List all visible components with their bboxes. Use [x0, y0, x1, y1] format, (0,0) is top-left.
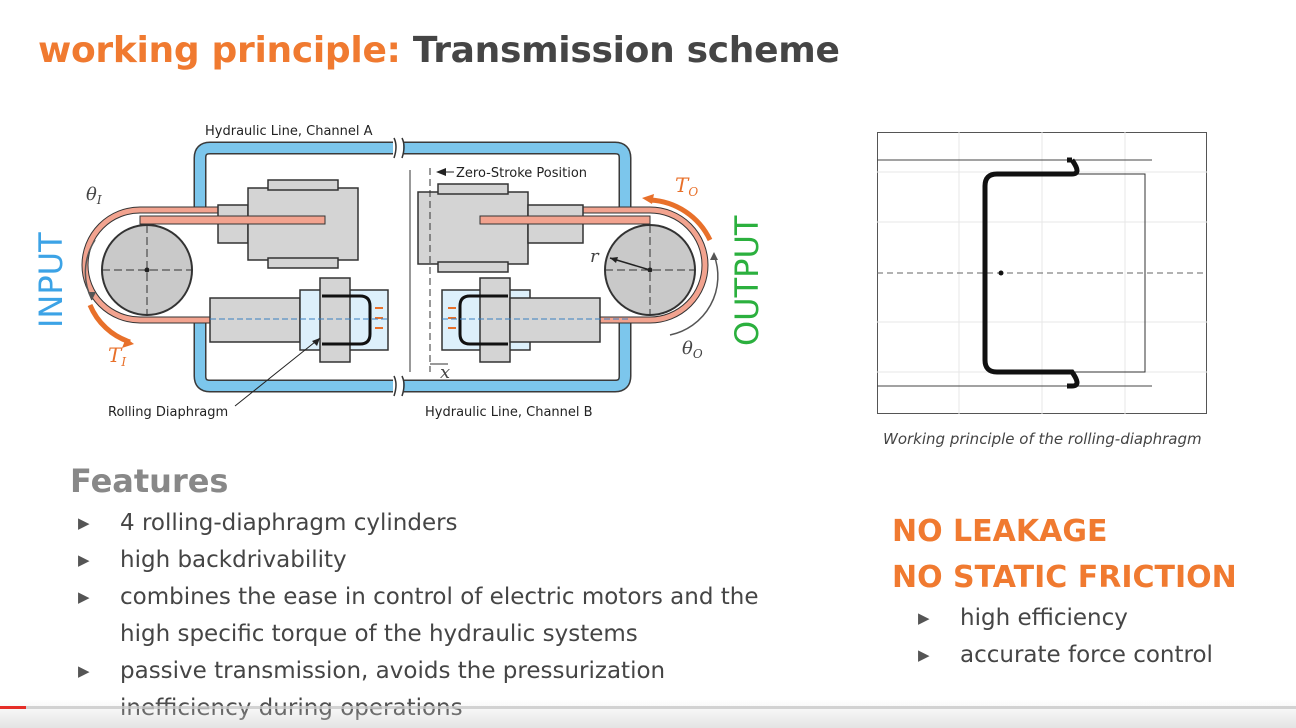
radius-label: r: [590, 246, 600, 267]
bullet-arrow-icon: ▶: [78, 514, 90, 532]
feature-item: ▶high backdrivability: [70, 542, 790, 579]
rolling-diaphragm-figure: [877, 132, 1207, 414]
callout-item: ▶high efficiency: [910, 600, 1270, 637]
input-pulley: [101, 224, 193, 316]
rotation-arrows: [84, 194, 719, 348]
slide-title: working principle: Transmission scheme: [38, 30, 840, 71]
lower-left-cylinder: [209, 277, 390, 363]
theta-o-label: θO: [682, 338, 703, 361]
upper-left-cylinder: [139, 179, 359, 269]
torque-o-label: TO: [675, 173, 698, 199]
hydraulic-line-b-channel: [193, 320, 632, 393]
title-accent: working principle:: [38, 30, 401, 71]
line-break-marks: [393, 137, 405, 397]
transmission-diagram: Hydraulic Line, Channel A Hydraulic Line…: [32, 124, 766, 420]
bullet-arrow-icon: ▶: [78, 551, 90, 569]
figure-caption: Working principle of the rolling-diaphra…: [883, 430, 1202, 448]
bullet-arrow-icon: ▶: [78, 662, 90, 680]
hydraulic-line-b-label: Hydraulic Line, Channel B: [425, 405, 593, 420]
no-static-friction-callout: NO STATIC FRICTION: [892, 560, 1237, 595]
no-leakage-callout: NO LEAKAGE: [892, 514, 1108, 549]
feature-item: ▶4 rolling-diaphragm cylinders: [70, 505, 790, 542]
hydraulic-line-a-label: Hydraulic Line, Channel A: [205, 124, 373, 139]
bullet-arrow-icon: ▶: [918, 609, 930, 627]
video-progress-track[interactable]: [0, 706, 1296, 709]
video-controls-overlay: [0, 700, 1296, 728]
zero-stroke-marker: [409, 168, 454, 372]
input-label: INPUT: [32, 232, 70, 328]
features-title: Features: [70, 462, 229, 500]
bullet-arrow-icon: ▶: [918, 646, 930, 664]
hydraulic-line-a-channel: [193, 141, 632, 210]
stroke-x-label: x: [440, 362, 450, 383]
theta-i-label: θI: [86, 184, 102, 207]
bullet-arrow-icon: ▶: [78, 588, 90, 606]
torque-i-label: TI: [108, 343, 126, 369]
zero-stroke-label: Zero-Stroke Position: [456, 166, 587, 181]
features-list: ▶4 rolling-diaphragm cylinders ▶high bac…: [70, 505, 790, 727]
callout-list: ▶high efficiency ▶accurate force control: [910, 600, 1270, 674]
feature-item: ▶combines the ease in control of electri…: [70, 579, 790, 653]
lower-right-cylinder: [441, 277, 630, 363]
video-progress-fill: [0, 706, 26, 709]
output-label: OUTPUT: [728, 215, 766, 346]
callout-item: ▶accurate force control: [910, 637, 1270, 674]
upper-right-cylinder: [417, 183, 651, 273]
output-pulley: [604, 224, 696, 316]
rolling-diaphragm-label: Rolling Diaphragm: [108, 405, 228, 420]
title-rest: Transmission scheme: [412, 30, 840, 71]
